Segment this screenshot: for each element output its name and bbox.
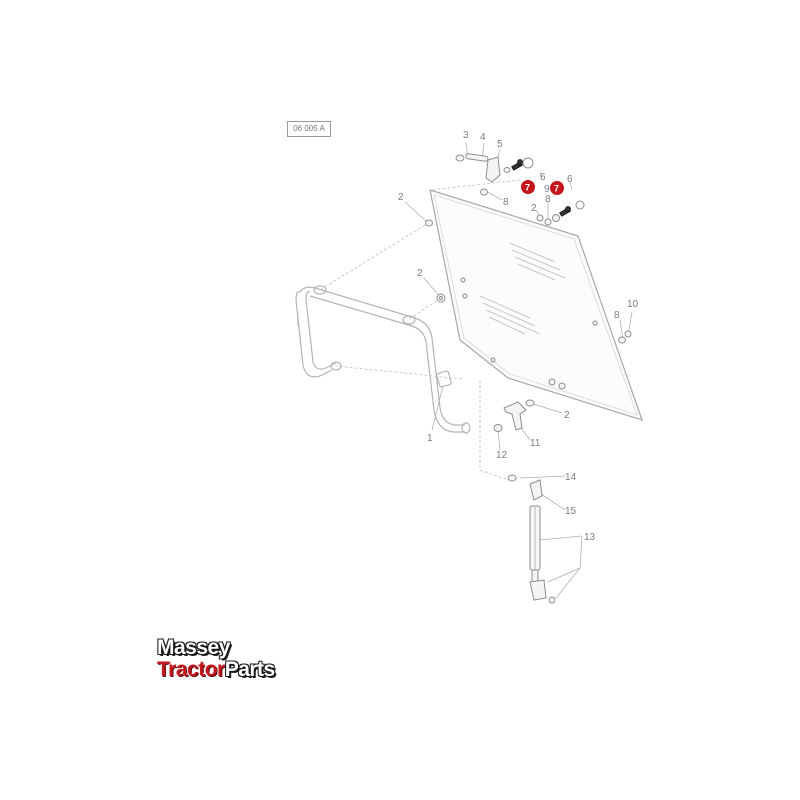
label-8: 8 — [545, 194, 551, 205]
diagram-reference-code: 06 005 A — [287, 121, 331, 137]
label-11: 11 — [530, 438, 541, 449]
label-4: 4 — [480, 132, 486, 143]
label-1: 1 — [427, 433, 433, 444]
highlight-marker-7[interactable] — [550, 181, 564, 195]
label-2: 2 — [417, 268, 423, 279]
highlight-label-7: 7 — [525, 183, 530, 193]
logo-line-massey: Massey — [157, 636, 230, 659]
logo-line-tractor-parts: TractorParts — [157, 658, 275, 682]
logo-word-parts: Parts — [224, 658, 276, 681]
logo-word-tractor: Tractor — [157, 658, 225, 681]
leader-lines — [319, 179, 521, 481]
label-8: 8 — [614, 310, 620, 321]
label-9: 9 — [544, 184, 550, 195]
highlight-marker-7[interactable] — [521, 180, 535, 194]
tube-frame — [295, 285, 471, 434]
glass-panel — [429, 189, 643, 421]
label-10: 10 — [627, 299, 639, 310]
label-12: 12 — [496, 450, 508, 461]
highlight-label-7: 7 — [554, 184, 559, 194]
label-6: 6 — [540, 172, 546, 183]
label-14: 14 — [565, 472, 577, 483]
label-6: 6 — [567, 174, 573, 185]
label-2: 2 — [564, 410, 570, 421]
brand-logo: Massey TractorParts — [157, 636, 317, 686]
hardware-parts — [425, 153, 632, 604]
highlighted-parts[interactable]: 7 7 — [521, 180, 564, 195]
label-5: 5 — [497, 139, 503, 150]
label-2: 2 — [531, 203, 537, 214]
label-2: 2 — [398, 192, 404, 203]
label-15: 15 — [565, 506, 577, 517]
label-13: 13 — [584, 532, 596, 543]
bolt-parts — [511, 159, 571, 217]
label-8: 8 — [503, 197, 509, 208]
part-labels: 1 2 2 2 2 3 4 5 6 6 8 8 8 9 10 11 12 13 … — [398, 130, 639, 543]
label-3: 3 — [463, 130, 469, 141]
